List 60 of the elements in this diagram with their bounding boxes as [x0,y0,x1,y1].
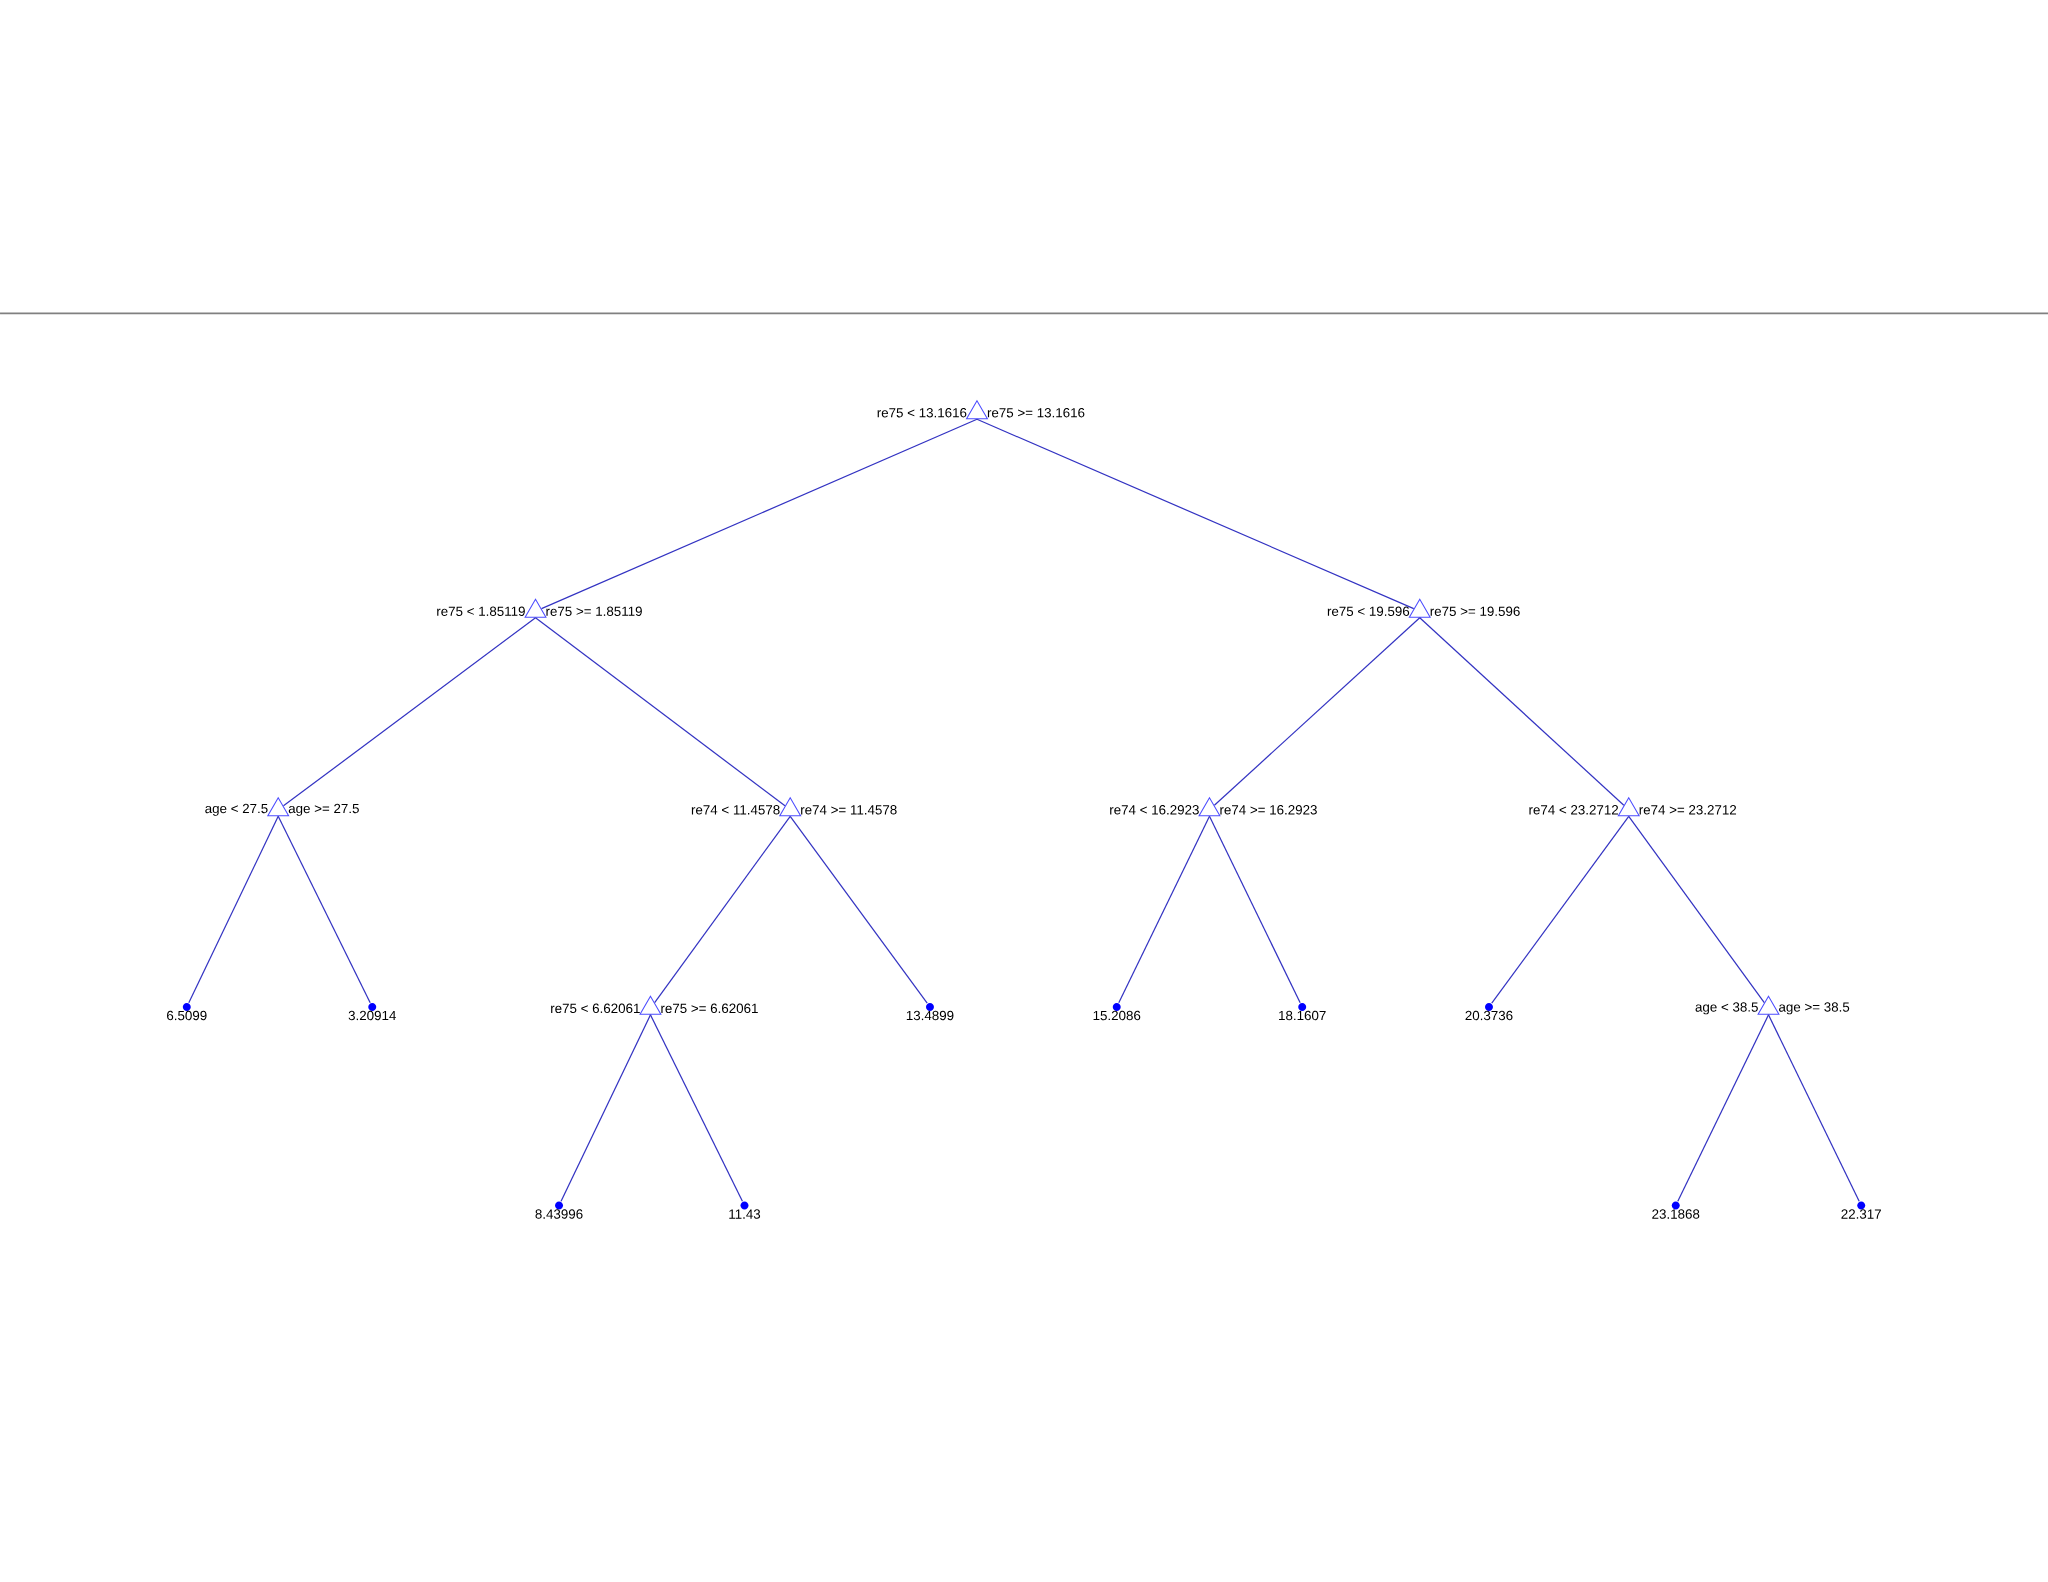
node-label: re74 < 23.2712 [1529,805,1619,815]
branch-line [540,418,978,610]
branch-line [1118,815,1211,1004]
branch-line [1628,815,1765,1004]
node-label: 11.43 [729,1209,761,1219]
branch-line [1677,1014,1770,1203]
leaf-node: 6.5099 [167,1003,207,1021]
node-label: re74 >= 16.2923 [1220,805,1317,815]
node-label: 18.1607 [1279,1010,1326,1021]
node-label: re74 < 11.4578 [691,805,780,815]
branch-line [277,815,371,1004]
node-label: re75 >= 13.1616 [987,408,1085,418]
leaf-node: 20.3736 [1465,1003,1513,1021]
node-label: re75 >= 1.85119 [546,606,642,617]
split-node: re75 < 6.62061 re75 >= 6.62061 [551,995,758,1015]
node-label: age < 38.5 [1695,1002,1758,1015]
node-label: 6.5099 [167,1010,207,1021]
node-label: re74 >= 11.4578 [801,805,897,815]
branch-line [976,418,1415,610]
node-label: 15.2086 [1093,1010,1141,1021]
leaf-node: 3.20914 [348,1003,396,1021]
branch-line [789,815,928,1004]
leaf-node: 18.1607 [1279,1003,1326,1021]
leaf-node: 23.1868 [1652,1201,1700,1219]
branch-line [282,617,537,807]
node-label: re75 >= 19.596 [1430,606,1520,617]
node-label: re74 < 16.2923 [1110,805,1199,815]
node-label: re75 >= 6.62061 [661,1003,758,1014]
split-node: age < 38.5 age >= 38.5 [1695,995,1850,1015]
branch-line [1208,815,1301,1004]
node-label: 22.317 [1841,1209,1881,1219]
node-label: re75 < 13.1616 [877,408,967,418]
branch-line [649,1014,744,1203]
branch-line [1213,617,1421,807]
node-label: 20.3736 [1465,1010,1513,1021]
branch-line [1767,1014,1860,1203]
leaf-node: 13.4899 [906,1003,954,1021]
branch-line [654,815,791,1004]
branch-line [1419,617,1625,807]
node-label: 3.20914 [348,1010,396,1021]
node-label: re74 >= 23.2712 [1639,805,1737,815]
branch-line [560,1014,652,1203]
leaf-node: 8.43996 [535,1201,583,1219]
leaf-node: 22.317 [1841,1201,1881,1219]
node-label: re75 < 1.85119 [437,606,525,617]
node-label: re75 < 19.596 [1327,606,1410,617]
node-label: age >= 27.5 [288,803,359,816]
leaf-node: 15.2086 [1093,1003,1141,1021]
leaf-node: 11.43 [729,1201,761,1219]
branch-line [534,617,786,807]
node-label: 23.1868 [1652,1209,1700,1219]
node-label: 8.43996 [535,1209,583,1219]
branch-line [1491,815,1630,1004]
node-label: re75 < 6.62061 [551,1003,640,1014]
split-node: re75 < 1.85119 re75 >= 1.85119 [437,598,642,618]
branch-line [188,815,279,1004]
node-label: age >= 38.5 [1779,1002,1850,1015]
split-node: re75 < 19.596 re75 >= 19.596 [1327,598,1520,618]
node-label: 13.4899 [906,1010,954,1021]
node-label: age < 27.5 [205,803,268,816]
